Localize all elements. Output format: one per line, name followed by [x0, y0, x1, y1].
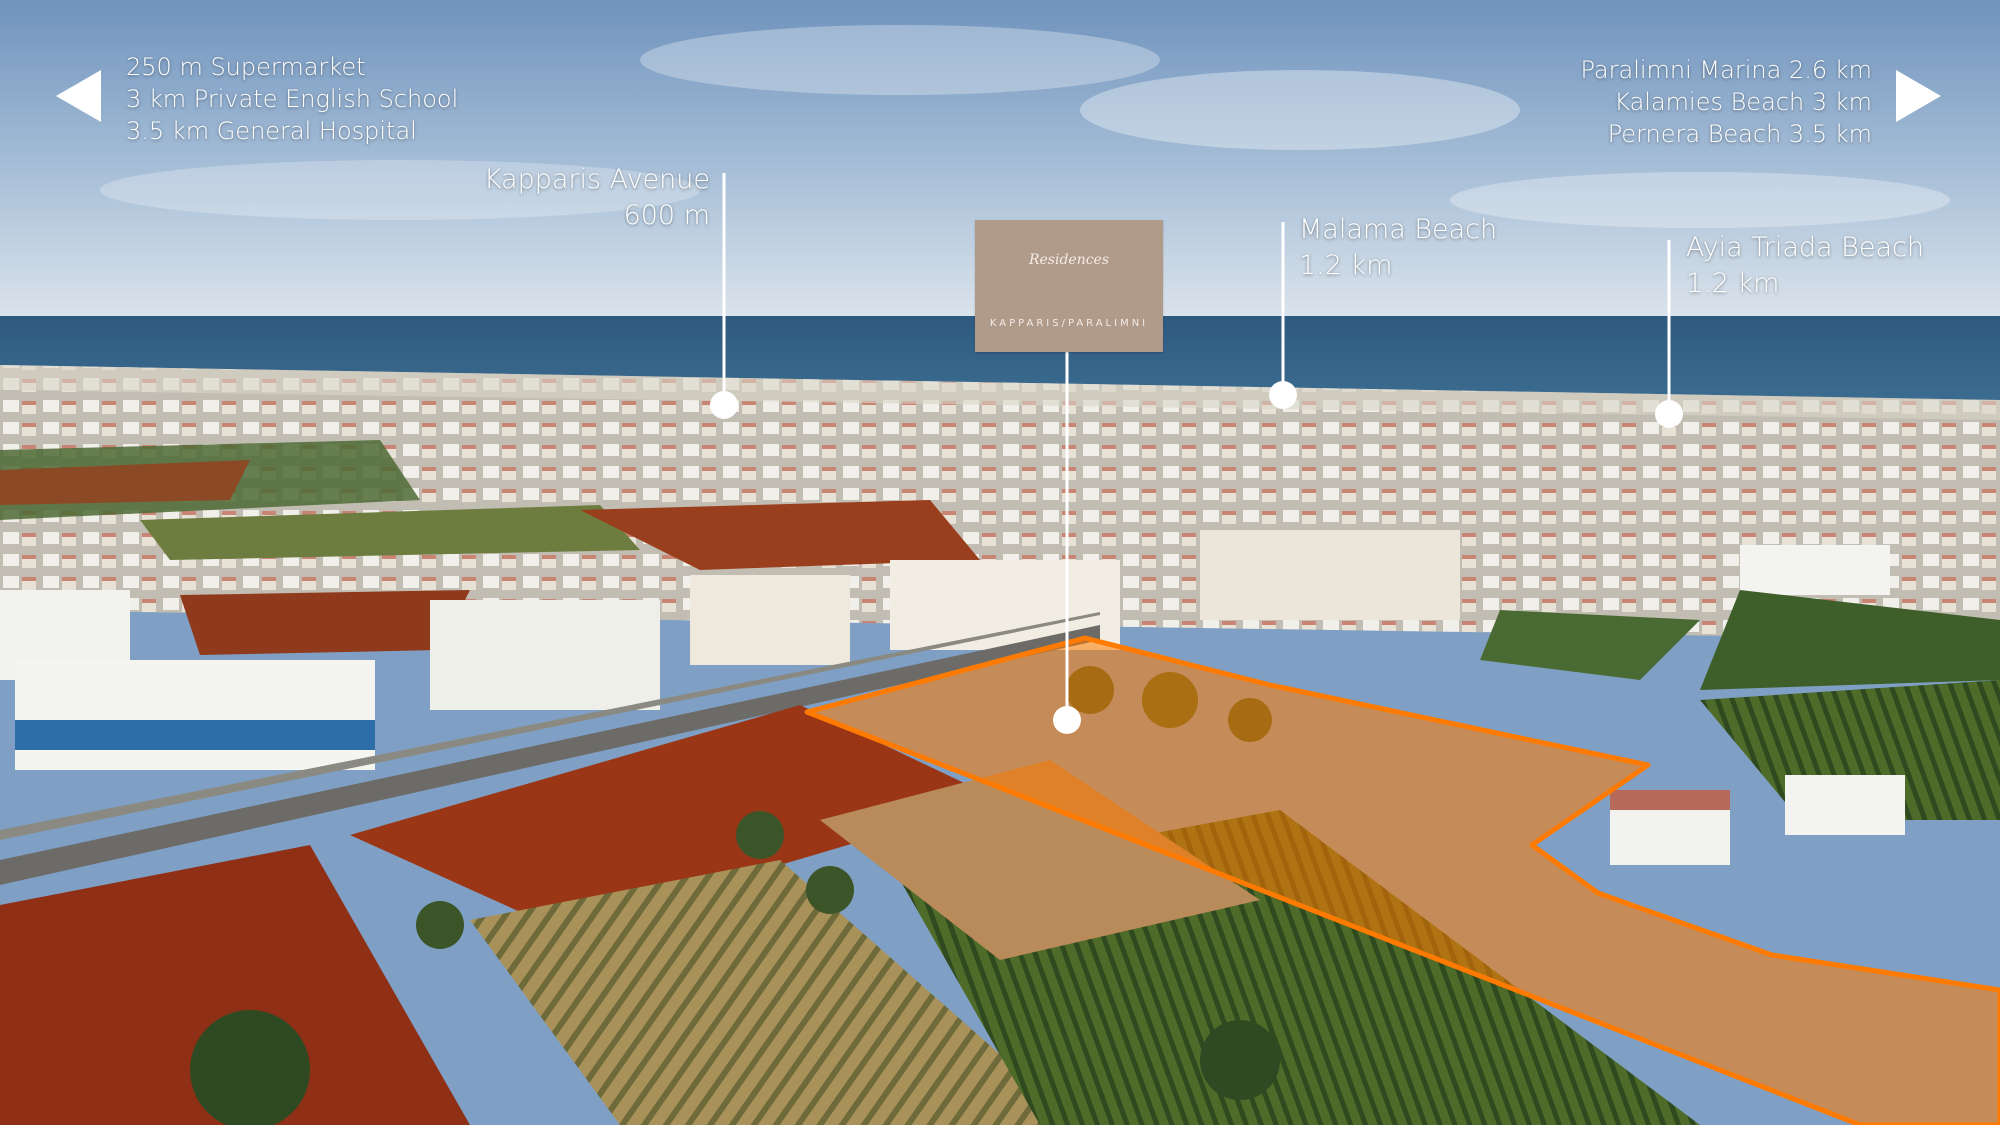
poi-distance: 1.2 km [1686, 268, 1780, 299]
left-distance-item: 3.5 km General Hospital [126, 117, 417, 145]
kapparis-pin[interactable] [710, 391, 738, 419]
logo-place: KAPPARIS/PARALIMNI [989, 318, 1149, 329]
left-distance-item: 3 km Private English School [126, 85, 459, 113]
poi-distance: 1.2 km [1299, 250, 1393, 281]
plot-boundary [804, 635, 2000, 1125]
right-distance-item: Paralimni Marina 2.6 km [1580, 56, 1872, 84]
arrow-right-icon[interactable] [1896, 70, 1941, 122]
poi-name: Ayia Triada Beach [1686, 232, 1924, 263]
logo-script: Residences [1028, 252, 1110, 268]
poi-distance: 600 m [623, 200, 710, 231]
malama-pin[interactable] [1269, 381, 1297, 409]
poi-name: Malama Beach [1299, 214, 1498, 245]
ayia-pin[interactable] [1655, 400, 1683, 428]
property-pin[interactable] [1053, 706, 1081, 734]
poi-name: Kapparis Avenue [483, 164, 710, 195]
right-distance-item: Kalamies Beach 3 km [1614, 88, 1872, 116]
poi-kapparis-label: Kapparis Avenue 600 m [484, 162, 710, 234]
poi-ayia-label: Ayia Triada Beach 1.2 km [1686, 230, 1924, 302]
arrow-left-icon[interactable] [56, 70, 101, 122]
left-distance-list: 250 m Supermarket 3 km Private English S… [126, 51, 458, 147]
right-distance-item: Pernera Beach 3.5 km [1607, 120, 1872, 148]
residences-logo: Residences KAPPARIS/PARALIMNI [975, 220, 1163, 352]
left-distance-item: 250 m Supermarket [126, 53, 366, 81]
poi-malama-label: Malama Beach 1.2 km [1299, 212, 1497, 284]
right-distance-list: Paralimni Marina 2.6 km Kalamies Beach 3… [1581, 54, 1872, 150]
